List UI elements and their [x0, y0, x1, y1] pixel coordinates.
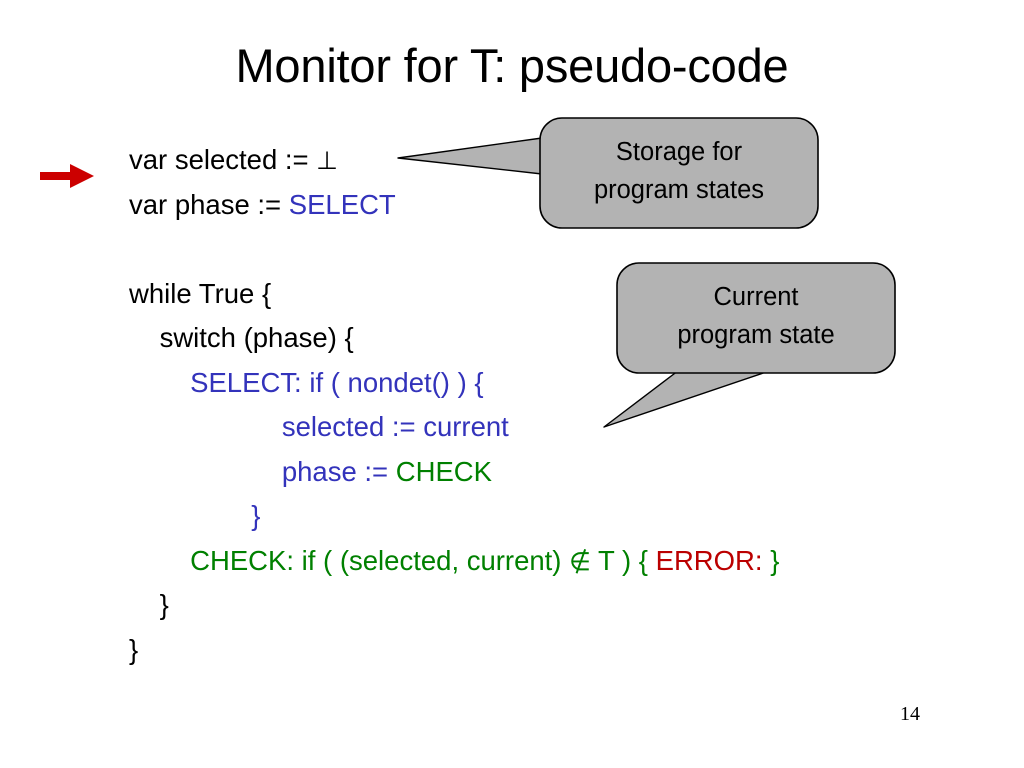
- line-switch-phase: switch (phase) {: [129, 316, 989, 361]
- line-var-selected-seg-0: var selected :=: [129, 144, 317, 175]
- indent-spacer: [129, 322, 160, 353]
- line-close-if: }: [129, 494, 989, 539]
- line-while-true: while True {: [129, 272, 989, 317]
- indent-spacer: [129, 545, 190, 576]
- line-var-phase-seg-0: var phase :=: [129, 188, 289, 220]
- page-title: Monitor for T: pseudo-code: [235, 39, 789, 92]
- line-while-true-seg-0: while True {: [129, 277, 272, 309]
- right-arrow-icon: [40, 164, 94, 188]
- line-var-selected: var selected := ⊥: [129, 138, 989, 183]
- line-selected-assign: selected := current: [129, 405, 989, 450]
- line-close-while-seg-0: }: [129, 633, 139, 665]
- line-var-phase: var phase := SELECT: [129, 183, 989, 228]
- page-number: 14: [900, 703, 920, 725]
- line-var-selected-seg-1: ⊥: [316, 146, 339, 175]
- line-phase-assign-seg-0: phase :=: [281, 455, 396, 487]
- line-case-select-seg-0: SELECT: if ( nondet() ) {: [190, 366, 484, 398]
- line-case-check-seg-2: T ) {: [590, 544, 656, 576]
- line-close-switch-seg-0: }: [159, 589, 169, 620]
- line-case-check: CHECK: if ( (selected, current) ∉ T ) { …: [129, 539, 989, 584]
- indent-spacer: [129, 500, 251, 531]
- line-phase-assign: phase := CHECK: [129, 450, 989, 495]
- line-close-switch: }: [129, 583, 989, 628]
- line-case-check-seg-4: }: [762, 544, 780, 576]
- line-var-phase-seg-1: SELECT: [288, 188, 396, 220]
- line-close-while: }: [129, 628, 989, 673]
- line-selected-assign-seg-0: selected := current: [281, 411, 509, 442]
- line-case-check-seg-1: ∉: [569, 546, 591, 576]
- callout-storage-shape: [397, 117, 819, 229]
- line-phase-assign-seg-1: CHECK: [395, 455, 492, 487]
- line-switch-phase-seg-0: switch (phase) {: [159, 322, 354, 353]
- line-close-if-seg-0: }: [251, 500, 261, 531]
- indent-spacer: [129, 456, 282, 487]
- indent-spacer: [129, 589, 160, 620]
- indent-spacer: [129, 411, 282, 442]
- pseudocode-block: var selected := ⊥var phase := SELECT whi…: [129, 138, 989, 672]
- line-case-select: SELECT: if ( nondet() ) {: [129, 361, 989, 406]
- indent-spacer: [129, 367, 190, 398]
- line-case-check-seg-0: CHECK: if ( (selected, current): [190, 544, 570, 576]
- callout-current-shape: [603, 262, 896, 428]
- line-case-check-seg-3: ERROR:: [655, 544, 763, 576]
